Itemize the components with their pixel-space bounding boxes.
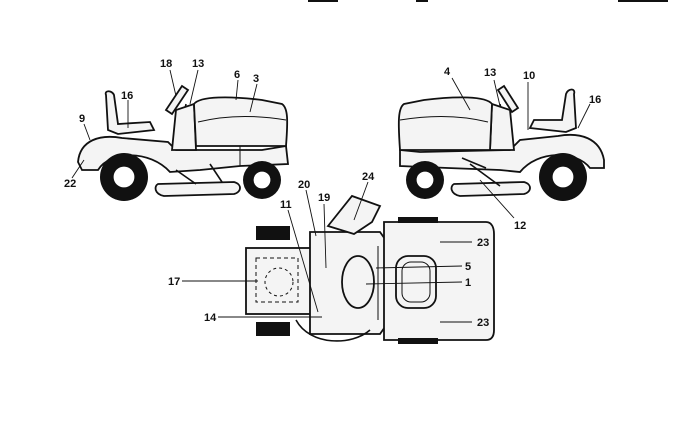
callout-18-left: 18	[160, 58, 172, 70]
cropped-header-marks	[308, 0, 668, 2]
right-side-view: 4 13 10 16 12	[397, 66, 605, 232]
callout-14: 14	[204, 312, 217, 324]
callout-20: 20	[298, 179, 310, 191]
right-mower-deck	[450, 181, 531, 197]
left-steering-wheel	[164, 84, 190, 116]
left-rear-hub	[112, 165, 136, 189]
callout-13-right: 13	[484, 67, 496, 79]
right-steering-wheel	[496, 84, 520, 114]
callout-12: 12	[514, 220, 526, 232]
top-hood-grille	[395, 255, 437, 309]
callout-16-right: 16	[589, 94, 601, 106]
left-hood	[193, 96, 289, 147]
callout-1: 1	[465, 277, 471, 289]
callout-23-upper: 23	[477, 237, 489, 249]
callout-24: 24	[362, 171, 375, 183]
top-hood	[383, 221, 495, 341]
right-dash	[489, 102, 515, 151]
top-front-tire-lower	[398, 338, 438, 344]
top-discharge-chute	[326, 194, 382, 235]
right-seat	[528, 88, 577, 133]
right-rear-hub	[551, 165, 575, 189]
callout-5: 5	[465, 261, 471, 273]
top-seat-outline	[255, 257, 299, 303]
top-steering-wheel	[341, 255, 375, 309]
left-side-view: 18 13 6 3 16 9 22	[64, 58, 290, 201]
right-hood	[397, 96, 493, 151]
top-rear-tire-lower	[256, 322, 290, 336]
left-mower-deck	[154, 181, 241, 197]
left-front-hub	[252, 170, 272, 190]
right-front-hub	[415, 170, 435, 190]
callout-22: 22	[64, 178, 76, 190]
callout-4: 4	[444, 66, 451, 78]
callout-16-left: 16	[121, 90, 133, 102]
left-seat	[104, 90, 156, 135]
callout-17: 17	[168, 276, 180, 288]
callout-10: 10	[523, 70, 535, 82]
top-view: 24 20 19 11 23 5 1 17 14 23	[168, 171, 495, 344]
callout-3: 3	[253, 73, 259, 85]
callout-19: 19	[318, 192, 330, 204]
top-rear-tire-upper	[256, 226, 290, 240]
top-front-tire-upper	[398, 217, 438, 223]
callout-9: 9	[79, 113, 85, 125]
callout-6: 6	[234, 69, 240, 81]
callout-23-lower: 23	[477, 317, 489, 329]
callout-13-left: 13	[192, 58, 204, 70]
left-dash	[171, 102, 197, 151]
callout-11: 11	[280, 199, 292, 211]
